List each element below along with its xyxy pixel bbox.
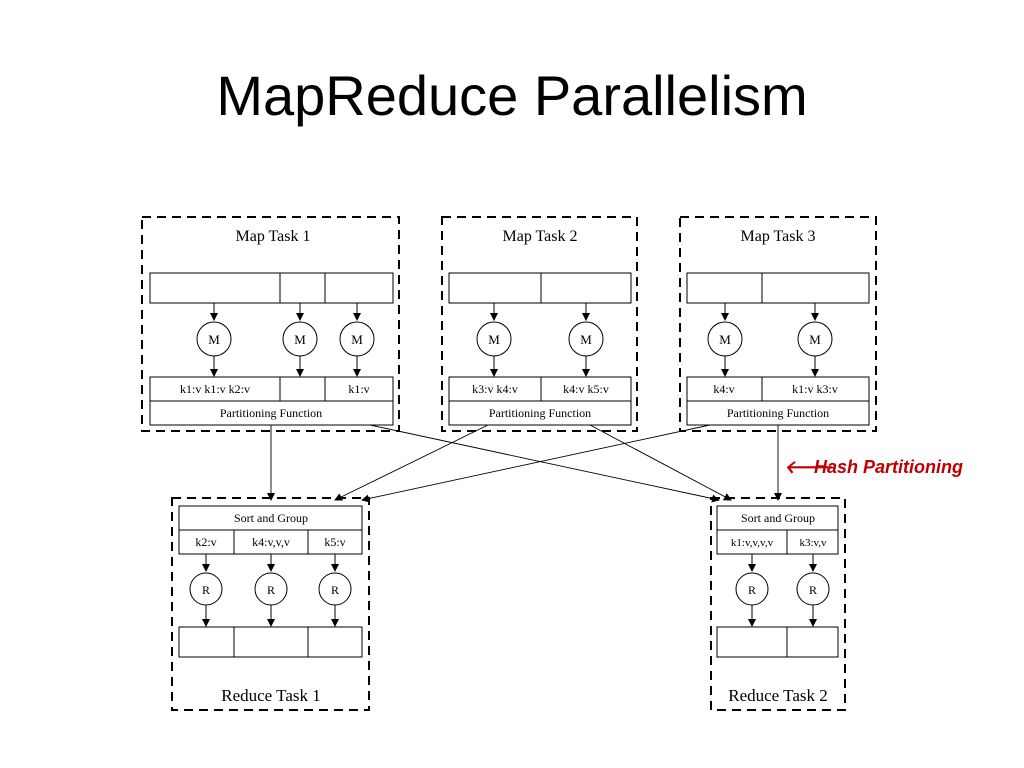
reduce-task-2-title: Reduce Task 2 xyxy=(728,686,828,705)
shuffle-edge xyxy=(369,424,720,503)
shuffle-edge xyxy=(361,424,711,503)
partitioning-function-label: Partitioning Function xyxy=(220,406,322,420)
hash-partitioning-annotation: 🡐 Hash Partitioning xyxy=(784,457,963,477)
reducer-label: R xyxy=(202,583,210,597)
reduce-task-1-title: Reduce Task 1 xyxy=(221,686,321,705)
reducer-label: R xyxy=(331,583,339,597)
map-task-3-title: Map Task 3 xyxy=(740,228,815,245)
annotation-label: Hash Partitioning xyxy=(814,457,963,477)
annotation-arrow-icon: 🡐 xyxy=(784,457,833,477)
reduce-task-1-output xyxy=(178,626,363,658)
map-task-1-input-record xyxy=(149,272,394,304)
reduce-task-1-grouped-keys xyxy=(178,529,363,555)
partitioning-function xyxy=(149,400,394,426)
key-cell: k2:v xyxy=(195,535,216,549)
shuffle-edge xyxy=(589,424,732,501)
mapper-label: M xyxy=(208,332,220,347)
map-task-1-title: Map Task 1 xyxy=(235,228,310,245)
partitioning-function-label: Partitioning Function xyxy=(489,406,591,420)
partitioning-function xyxy=(448,400,632,426)
key-cell: k3:v k4:v xyxy=(472,382,518,396)
sort-and-group-label: Sort and Group xyxy=(741,511,815,525)
reducer-label: R xyxy=(809,583,817,597)
map-task-3: Map Task 3 M M k4:v k1:v k3:v Partitioni… xyxy=(679,216,877,432)
mapper-label: M xyxy=(809,332,821,347)
mapper-label: M xyxy=(719,332,731,347)
map-task-2-title: Map Task 2 xyxy=(502,228,577,245)
reducer-label: R xyxy=(267,583,275,597)
shuffle-edge xyxy=(334,424,489,501)
mapper-label: M xyxy=(294,332,306,347)
map-task-1-border xyxy=(141,216,400,432)
key-cell: k3:v,v xyxy=(799,537,827,549)
reduce-task-2-output xyxy=(716,626,839,658)
sort-and-group-label: Sort and Group xyxy=(234,511,308,525)
sort-and-group xyxy=(716,505,839,531)
reduce-task-1: Sort and Group k2:v k4:v,v,v k5:v R R R … xyxy=(171,497,370,711)
key-cell: k4:v xyxy=(713,382,734,396)
mapper-label: M xyxy=(580,332,592,347)
mapper-label: M xyxy=(488,332,500,347)
reduce-task-1-border xyxy=(171,497,370,711)
partitioning-function-label: Partitioning Function xyxy=(727,406,829,420)
map-task-2: Map Task 2 M M k3:v k4:v k4:v k5:v Parti… xyxy=(441,216,638,432)
key-cell: k4:v k5:v xyxy=(563,382,609,396)
map-task-3-input-record xyxy=(686,272,870,304)
map-task-2-output-keys xyxy=(448,376,632,402)
map-task-1: Map Task 1 M M M k1:v k1:v k2:v k1:v Par… xyxy=(141,216,400,432)
map-task-2-input-record xyxy=(448,272,632,304)
key-cell: k1:v k1:v k2:v xyxy=(180,382,250,396)
mapper-label: M xyxy=(351,332,363,347)
reduce-task-2-grouped-keys xyxy=(716,529,839,555)
map-task-3-border xyxy=(679,216,877,432)
key-cell: k1:v,v,v,v xyxy=(731,537,774,549)
key-cell: k1:v k3:v xyxy=(792,382,838,396)
shuffle-edges xyxy=(267,424,782,503)
slide-title: MapReduce Parallelism xyxy=(216,64,808,127)
key-cell: k1:v xyxy=(348,382,369,396)
map-task-3-output-keys xyxy=(686,376,870,402)
key-cell: k5:v xyxy=(324,535,345,549)
reduce-task-2-border xyxy=(710,497,846,711)
reduce-task-2: Sort and Group k1:v,v,v,v k3:v,v R R Red… xyxy=(710,497,846,711)
map-task-2-border xyxy=(441,216,638,432)
key-cell: k4:v,v,v xyxy=(252,535,290,549)
reducer-label: R xyxy=(748,583,756,597)
